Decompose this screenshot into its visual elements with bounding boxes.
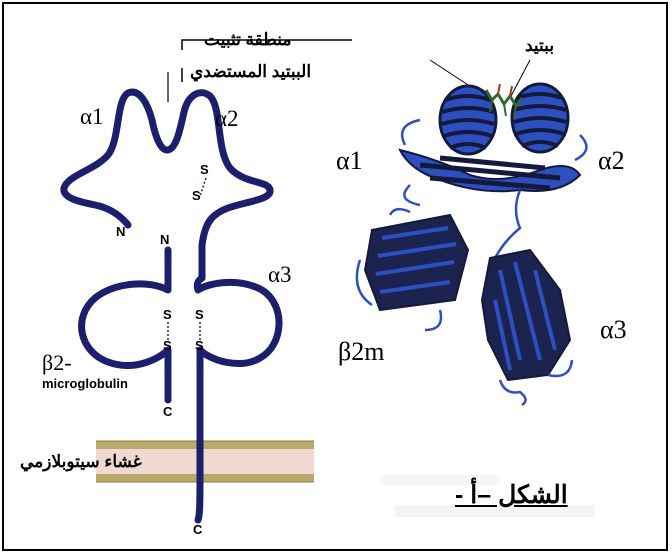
membrane-label: غشاء سيتوبلازمي [20, 452, 142, 472]
peptide-label: ببتيد [525, 36, 554, 56]
disulfide-s-2: S [192, 188, 201, 203]
disulfide-s-4: S [163, 338, 172, 353]
beta2m-ribbon-label: β2m [338, 337, 384, 367]
c-terminus-label-2: C [193, 522, 202, 537]
alpha1-schematic-label: α1 [80, 104, 104, 130]
anchor-region-label-line1: منطقة تثبيت [204, 30, 291, 50]
alpha2-schematic-label: α2 [215, 106, 239, 132]
disulfide-s-5: S [195, 307, 204, 322]
disulfide-s-1: S [200, 162, 209, 177]
beta2-microglobulin-label: microglobulin [42, 376, 128, 391]
disulfide-s-6: S [195, 338, 204, 353]
beta2-symbol-label: β2- [42, 350, 72, 376]
alpha2-ribbon-label: α2 [598, 146, 625, 176]
c-terminus-label-1: C [163, 404, 172, 419]
figure-caption: الشكل –أ - [455, 480, 568, 510]
alpha3-ribbon-label: α3 [600, 315, 627, 345]
mhc-ribbon-structure [357, 84, 587, 405]
alpha3-schematic-label: α3 [268, 262, 292, 288]
anchor-region-label-line2: الببتيد المستضدي [190, 62, 311, 82]
n-terminus-label-2: N [160, 232, 169, 247]
n-terminus-label-1: N [116, 224, 125, 239]
alpha1-ribbon-label: α1 [336, 146, 363, 176]
disulfide-s-3: S [163, 307, 172, 322]
